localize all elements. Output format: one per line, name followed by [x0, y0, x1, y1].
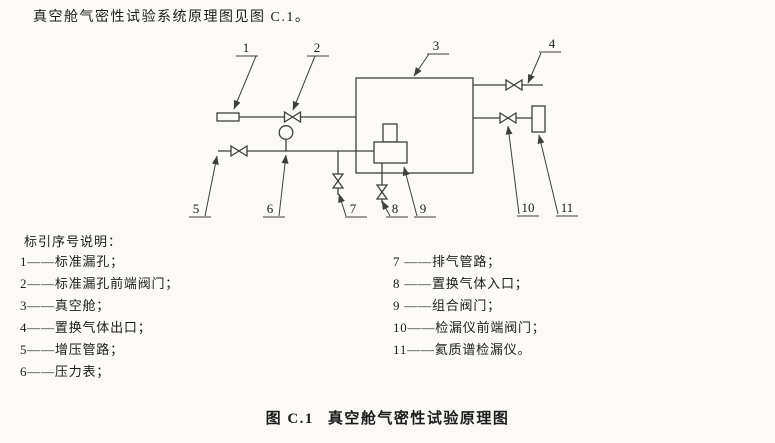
- valve-2-bowtie: [283, 110, 302, 124]
- callout-10: 10: [505, 125, 539, 217]
- leak-detector-rect: [531, 105, 546, 133]
- legend-item-6: 6——压力表；: [20, 364, 111, 379]
- callout-1: 1: [233, 40, 258, 110]
- legend-item-9: 9 ——组合阀门；: [393, 298, 501, 313]
- callout-number-5: 5: [193, 201, 200, 216]
- callout-number-2: 2: [314, 40, 321, 55]
- callout-number-9: 9: [420, 201, 427, 216]
- legend-item-4: 4——置换气体出口；: [20, 320, 152, 335]
- figure-title: 真空舱气密性试验原理图: [327, 411, 510, 427]
- legend-item-3: 3——真空舱；: [20, 298, 111, 313]
- standard-leak-rect: [216, 112, 240, 122]
- callout-6: 6: [263, 154, 289, 218]
- figure-number: 图 C.1: [265, 411, 314, 427]
- legend-item-8: 8 ——置换气体入口；: [393, 276, 529, 291]
- legend-title: 标引序号说明：: [24, 234, 123, 249]
- callout-number-7: 7: [350, 201, 357, 216]
- valve-5-bowtie: [230, 144, 248, 158]
- intro-text: 真空舱气密性试验系统原理图见图 C.1。: [33, 10, 311, 25]
- callout-number-10: 10: [522, 200, 535, 215]
- callout-2: 2: [292, 40, 329, 111]
- valve-7-bowtie: [331, 173, 345, 189]
- callout-3: 3: [413, 38, 449, 77]
- valve-4-bowtie: [505, 78, 523, 92]
- legend-item-2: 2——标准漏孔前端阀门；: [20, 276, 180, 291]
- callout-9: 9: [402, 166, 436, 218]
- callout-number-11: 11: [561, 200, 574, 215]
- callout-4: 4: [527, 36, 561, 84]
- callout-7: 7: [338, 193, 367, 218]
- callout-11: 11: [537, 134, 578, 217]
- legend-item-1: 1——标准漏孔；: [20, 254, 124, 269]
- legend-item-10: 10——检漏仪前端阀门；: [393, 320, 546, 335]
- callout-number-1: 1: [243, 40, 250, 55]
- legend-item-7: 7 ——排气管路；: [393, 254, 501, 269]
- valve-10-bowtie: [499, 111, 517, 125]
- callout-5: 5: [189, 155, 219, 218]
- vacuum-chamber-rect: [355, 77, 474, 174]
- valve-8-bowtie: [375, 184, 389, 200]
- pressure-gauge-circle: [278, 125, 294, 140]
- callout-number-6: 6: [267, 201, 274, 216]
- callout-8: 8: [381, 200, 408, 218]
- callout-number-4: 4: [549, 36, 556, 51]
- figure-caption: 图 C.1 真空舱气密性试验原理图: [0, 407, 775, 428]
- legend-item-11: 11——氦质谱检漏仪。: [393, 342, 532, 357]
- combination-valve: [373, 123, 408, 164]
- callout-number-3: 3: [433, 38, 440, 53]
- legend-right-column: 7 ——排气管路； 8 ——置换气体入口； 9 ——组合阀门； 10——检漏仪前…: [393, 251, 546, 361]
- legend-item-5: 5——增压管路；: [20, 342, 124, 357]
- legend-left-column: 1——标准漏孔； 2——标准漏孔前端阀门； 3——真空舱； 4——置换气体出口；…: [20, 251, 179, 383]
- callout-number-8: 8: [392, 201, 399, 216]
